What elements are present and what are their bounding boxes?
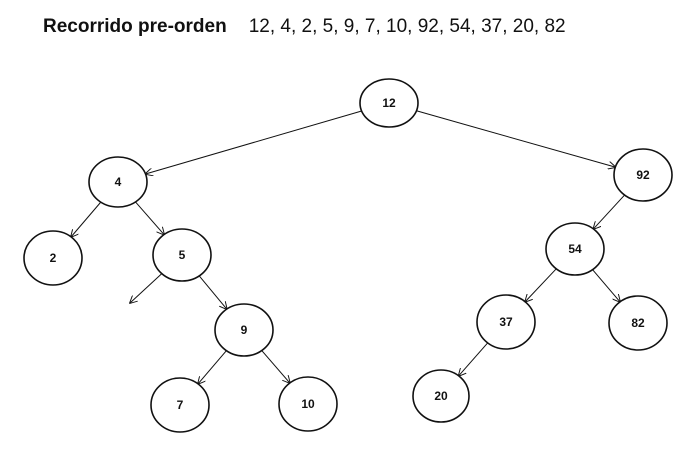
tree-node-12: 12: [359, 78, 419, 128]
tree-node-37: 37: [476, 294, 536, 350]
tree-node-10: 10: [278, 376, 338, 432]
tree-node-4: 4: [88, 156, 148, 208]
tree-node-2: 2: [23, 230, 83, 286]
tree-node-9: 9: [214, 303, 274, 357]
node-label: 2: [50, 251, 57, 265]
tree-node-82: 82: [608, 295, 668, 351]
edge-5-to-9: [198, 275, 226, 309]
node-circle: [152, 228, 212, 282]
node-label: 7: [177, 398, 184, 412]
tree-node-20: 20: [412, 369, 470, 423]
node-circle: [150, 377, 210, 433]
edge-4-to-5: [135, 201, 164, 235]
node-circle: [214, 303, 274, 357]
edge-54-to-37: [525, 268, 557, 302]
node-circle: [476, 294, 536, 350]
edge-37-to-20: [459, 342, 489, 376]
nodes-layer: 12 4 92 2 5 54 9 37 82 7 10 20: [23, 78, 673, 433]
edge-5-to-empty: [130, 273, 163, 303]
tree-node-7: 7: [150, 377, 210, 433]
tree-node-54: 54: [545, 222, 605, 276]
node-label: 82: [631, 316, 645, 330]
edge-54-to-82: [592, 269, 620, 302]
node-circle: [23, 230, 83, 286]
node-circle: [412, 369, 470, 423]
traversal-sequence: 12, 4, 2, 5, 9, 7, 10, 92, 54, 37, 20, 8…: [248, 16, 566, 37]
edge-12-to-92: [416, 110, 615, 167]
node-label: 12: [382, 96, 396, 110]
node-circle: [359, 78, 419, 128]
node-circle: [545, 222, 605, 276]
tree-node-5: 5: [152, 228, 212, 282]
node-circle: [88, 156, 148, 208]
node-label: 37: [499, 315, 513, 329]
header: Recorrido pre-orden 12, 4, 2, 5, 9, 7, 1…: [43, 14, 566, 40]
node-label: 9: [241, 323, 248, 337]
tree-node-92: 92: [613, 148, 673, 202]
node-circle: [608, 295, 668, 351]
node-label: 10: [301, 397, 315, 411]
edge-9-to-7: [198, 350, 227, 384]
node-label: 5: [179, 248, 186, 262]
node-label: 92: [636, 168, 650, 182]
node-label: 54: [568, 242, 582, 256]
edge-9-to-10: [261, 350, 290, 383]
page-title: Recorrido pre-orden: [43, 16, 227, 37]
node-label: 4: [115, 175, 122, 189]
node-label: 20: [434, 389, 448, 403]
edge-12-to-4: [145, 110, 362, 174]
edge-92-to-54: [593, 194, 625, 229]
node-circle: [613, 148, 673, 202]
edge-4-to-2: [71, 201, 102, 237]
node-circle: [278, 376, 338, 432]
edges-layer: [71, 110, 625, 384]
